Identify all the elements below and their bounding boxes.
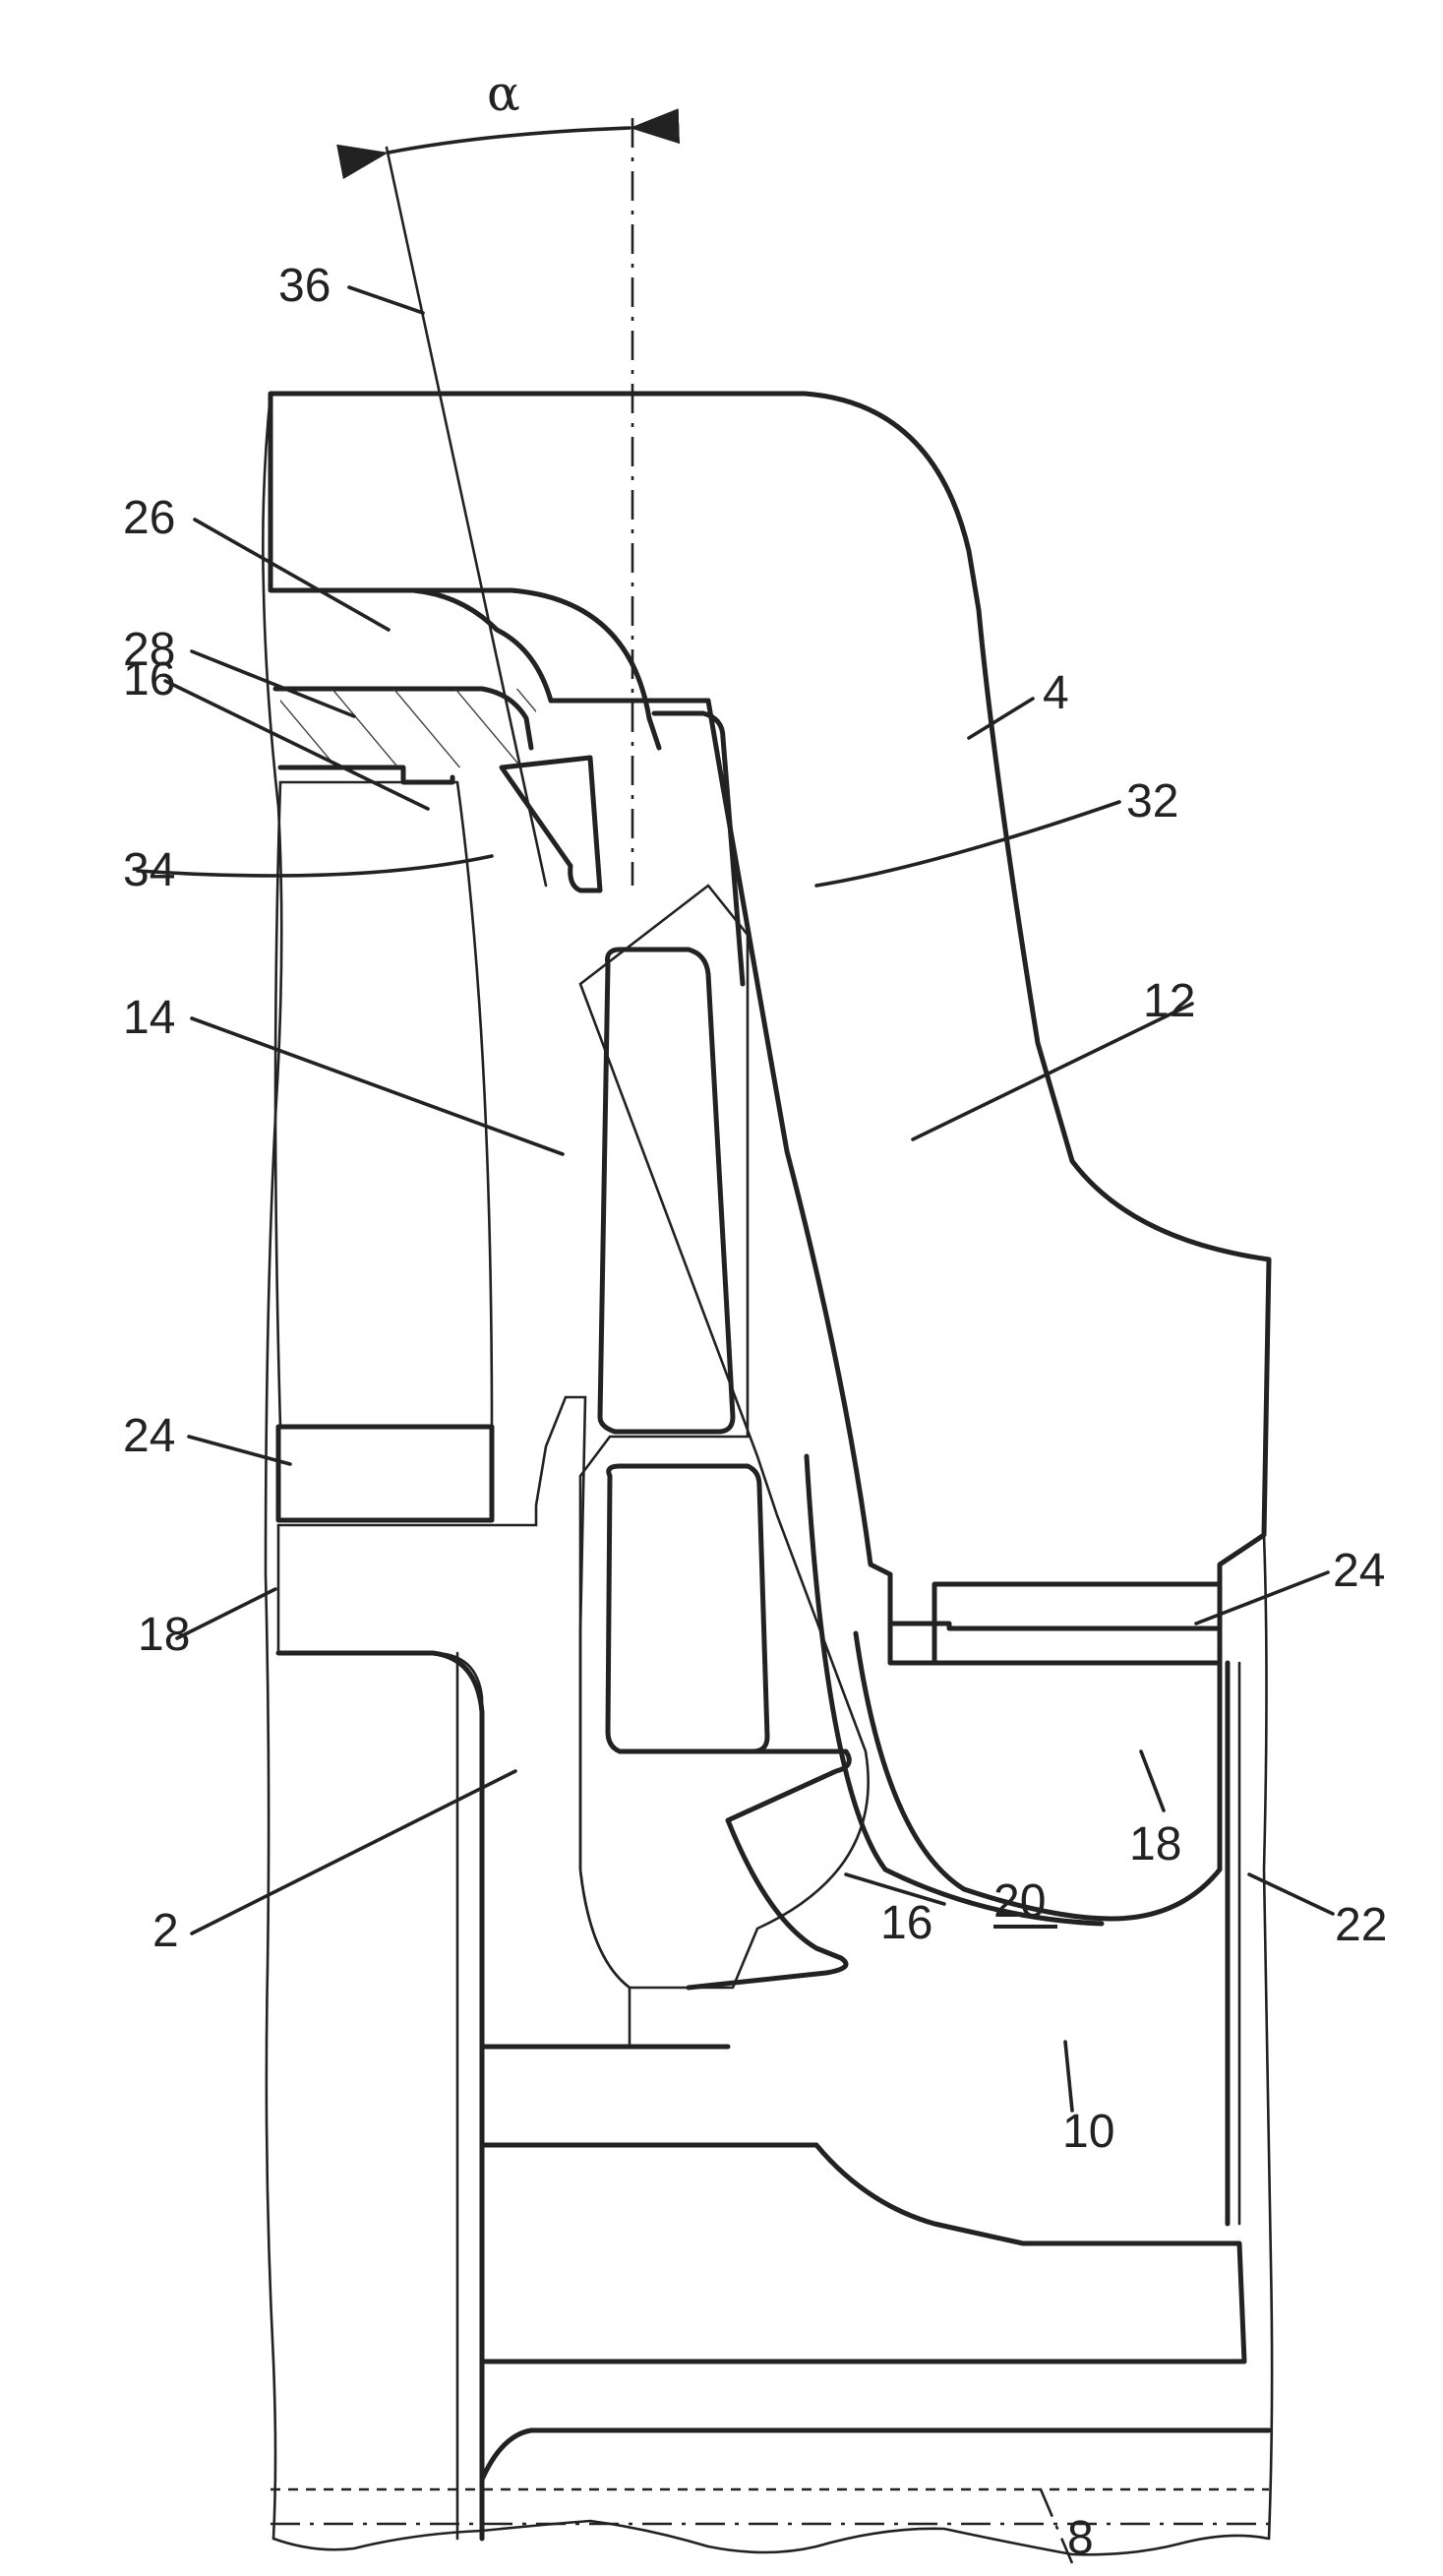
seal-ring-24-right: [887, 1571, 1223, 1666]
inlet-lines-22: [1225, 1660, 1241, 2227]
angle-construction: [336, 108, 681, 888]
rotor-part-18-left: [275, 1395, 631, 2542]
angle-alpha-label: α: [487, 65, 520, 122]
blade-16-lower: [605, 1463, 852, 1991]
seal-ring-24-left: [275, 1424, 495, 1523]
label-10: 10: [1062, 2106, 1114, 2158]
label-4: 4: [1043, 667, 1069, 719]
break-lines: [262, 392, 1274, 2556]
stator-ring-left: [273, 780, 494, 1429]
leader-lines: [136, 285, 1335, 2564]
label-32: 32: [1126, 775, 1178, 828]
impeller-shroud: [804, 1453, 1223, 1927]
label-2: 2: [152, 1905, 179, 1957]
label-8: 8: [1067, 2512, 1094, 2564]
blade-16-top: [499, 710, 746, 987]
label-24-right: 24: [1333, 1545, 1385, 1597]
labels: α 36 26 28 16 4 32 34 14 12 24 24 18 18 …: [123, 65, 1387, 2564]
housing-part-4: [268, 391, 1272, 1631]
label-36: 36: [278, 260, 331, 312]
label-34: 34: [123, 844, 175, 896]
hub-sleeve-10: [479, 2044, 1247, 2541]
label-18-right: 18: [1129, 1818, 1181, 1871]
label-16-bottom: 16: [880, 1897, 932, 1949]
label-20: 20: [993, 1875, 1046, 1928]
label-26: 26: [123, 492, 175, 544]
label-22: 22: [1335, 1899, 1387, 1951]
label-14: 14: [123, 992, 175, 1044]
label-16-top: 16: [123, 653, 175, 705]
label-24-left: 24: [123, 1410, 175, 1462]
hub-part-2: [578, 884, 870, 1990]
label-12: 12: [1143, 975, 1195, 1027]
blade-14: [597, 947, 736, 1435]
channel-28: [272, 587, 662, 785]
label-18-left: 18: [138, 1609, 190, 1661]
shaft: [271, 2427, 1272, 2491]
label-28: 28: [123, 624, 175, 676]
